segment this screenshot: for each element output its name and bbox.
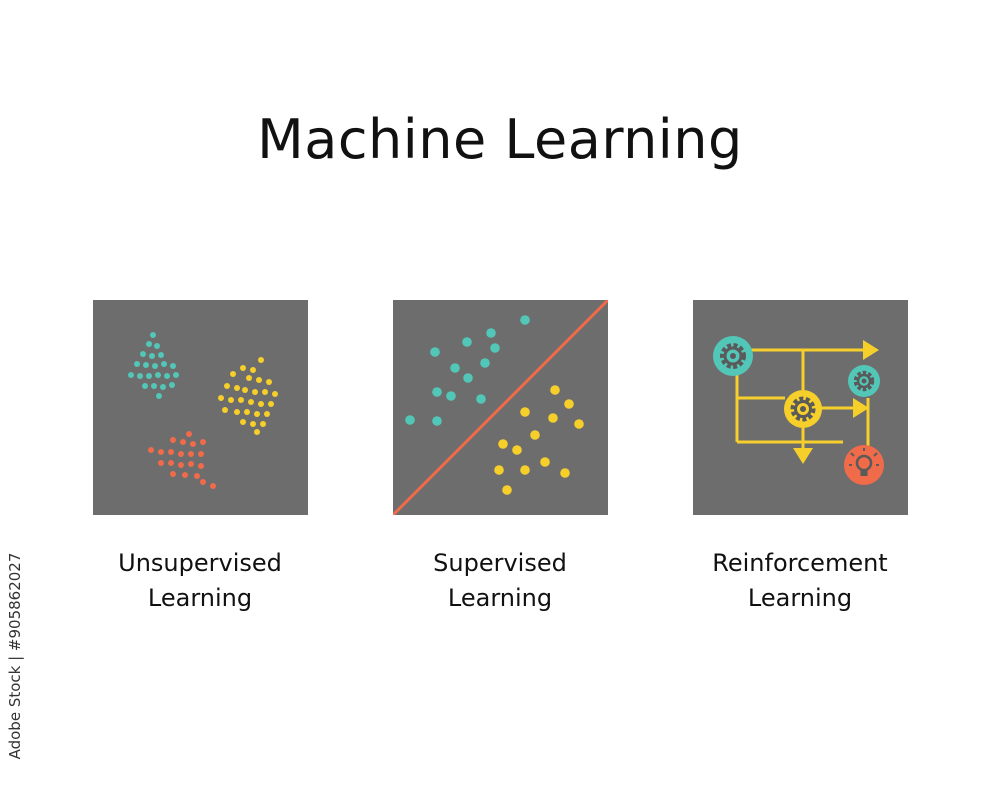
- lightbulb-icon: [844, 445, 884, 485]
- flow-lines: [735, 348, 870, 450]
- yellow-cluster: [218, 357, 278, 435]
- teal-class-points: [405, 315, 530, 426]
- caption-line: Unsupervised: [118, 549, 282, 577]
- supervised-learning-caption: Supervised Learning: [370, 546, 630, 616]
- yellow-class-points: [494, 385, 584, 495]
- gear-icon-small: [848, 365, 880, 397]
- supervised-learning-panel: [393, 300, 608, 515]
- classification-icon: [393, 300, 608, 515]
- unsupervised-learning-panel: [93, 300, 308, 515]
- caption-line: Learning: [747, 584, 853, 612]
- gear-icon-start: [713, 336, 753, 376]
- reinforcement-learning-caption: Reinforcement Learning: [670, 546, 930, 616]
- clustering-icon: [128, 332, 278, 489]
- stock-credit: Adobe Stock | #905862027: [4, 553, 26, 760]
- arrowheads: [793, 340, 879, 464]
- stock-credit-text: Adobe Stock | #905862027: [6, 552, 24, 760]
- reinforcement-learning-panel: [693, 300, 908, 515]
- decision-boundary: [393, 300, 608, 515]
- reinforcement-flow-icon: [713, 336, 884, 485]
- gear-icon-center: [784, 390, 822, 428]
- caption-line: Reinforcement: [712, 549, 888, 577]
- caption-line: Supervised: [433, 549, 567, 577]
- unsupervised-learning-caption: Unsupervised Learning: [70, 546, 330, 616]
- page-title: Machine Learning: [257, 108, 743, 171]
- teal-cluster: [128, 332, 179, 399]
- caption-line: Learning: [447, 584, 553, 612]
- caption-line: Learning: [147, 584, 253, 612]
- orange-cluster: [148, 431, 216, 489]
